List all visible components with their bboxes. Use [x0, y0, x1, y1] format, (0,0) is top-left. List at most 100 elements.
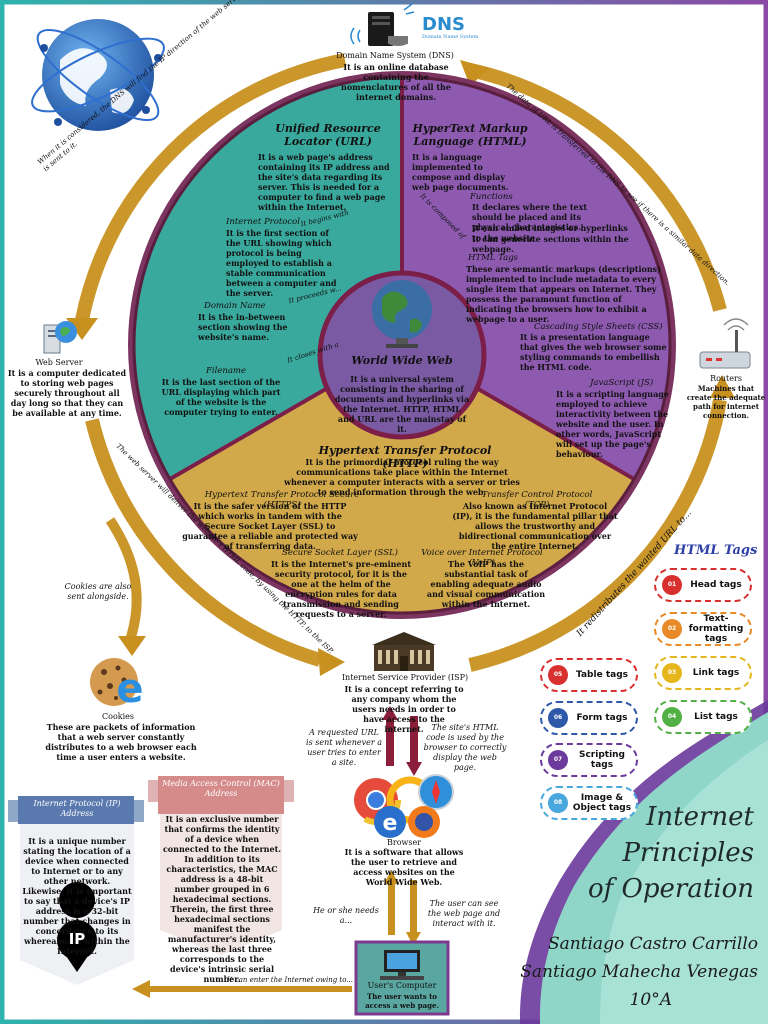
isp-label: Internet Service Provider (ISP): [341, 673, 469, 682]
web-server-label: Web Server: [35, 358, 83, 367]
html-tag-pill: 05 Table tags: [540, 658, 638, 692]
web-server-desc: It is a computer dedicated to storing we…: [7, 368, 127, 418]
cookie-icon: e: [90, 658, 144, 712]
html-tags-title: HTML Tags: [468, 253, 519, 263]
svg-text:e: e: [116, 666, 143, 712]
mac-address-desc: It is an exclusive number that confirms …: [162, 814, 282, 984]
html-tag-number: 03: [662, 663, 682, 683]
http-desc: It is the primordial protocol ruling the…: [284, 457, 520, 497]
www-globe-icon: [372, 280, 432, 348]
http-https-title: Hypertext Transfer Protocol Secure (HTTP…: [204, 490, 360, 510]
router-icon: [699, 318, 751, 369]
world-globe-icon: [31, 19, 165, 131]
url-desc: It is a web page's address containing it…: [258, 152, 390, 212]
web-server-icon: [43, 321, 77, 354]
html-tag-number: 01: [662, 575, 682, 595]
html-js-desc: It is a scripting language employed to a…: [556, 389, 669, 459]
html-tag-label: Scripting tags: [578, 750, 626, 770]
html-tag-label: Table tags: [576, 670, 628, 680]
http-title: Hypertext Transfer Protocol (HTTP): [318, 444, 492, 470]
html-tag-number: 05: [548, 665, 568, 685]
user-to-ip-arrow: [132, 980, 352, 998]
dns-desc: It is an online database containing the …: [341, 62, 451, 102]
user-computer-desc: The user wants to access a web page.: [365, 992, 439, 1010]
html-desc: It is a language implemented to compose …: [412, 152, 509, 192]
poster-title-line2: Principles: [622, 838, 754, 868]
user-enter-caption: It can enter the Internet owing to...: [227, 976, 353, 984]
url-protocol-title: Internet Protocol: [226, 217, 300, 227]
html-tag-label: Head tags: [690, 580, 742, 590]
html-tag-label: Form tags: [576, 713, 628, 723]
title-wave-bg: [520, 700, 768, 1024]
http-voip-desc: The VoIP has the substantial task of ena…: [426, 559, 546, 609]
browser-desc: It is a software that allows the user to…: [344, 847, 464, 887]
browser-user-arrows: [384, 870, 421, 946]
flow-arrows-gold: [75, 53, 727, 672]
html-title: HyperText Markup Language (HTML): [412, 122, 528, 148]
www-title: World Wide Web: [351, 354, 453, 367]
url-filename-title: Filename: [206, 366, 246, 376]
url-title: Unified Resource Locator (URL): [275, 122, 381, 148]
html-tag-number: 06: [548, 708, 568, 728]
html-css-title: Cascading Style Sheets (CSS): [534, 322, 663, 332]
user-needs-caption: He or she needs a...: [313, 906, 379, 925]
http-ssl-title: Secure Socket Layer (SSL): [282, 548, 398, 558]
routers-desc: Machines that create the adequate path f…: [686, 384, 766, 420]
html-tag-label: Image & Object tags: [572, 793, 632, 813]
www-desc: It is a universal system consisting in t…: [334, 374, 470, 434]
mac-address-title: Media Access Control (MAC) Address: [162, 779, 280, 798]
html-tags-desc: These are semantic markups (descriptions…: [466, 264, 661, 324]
html-tag-pill: 04 List tags: [654, 700, 752, 734]
dns-label: Domain Name System (DNS): [336, 51, 454, 60]
cookies-also-sent: Cookies are also sent alongside.: [64, 582, 132, 601]
url-protocol-desc: It is the first section of the URL showi…: [226, 228, 337, 298]
html-tags-panel-title: HTML Tags: [674, 543, 758, 558]
isp-browser-arrows: [382, 706, 422, 776]
request-url-caption: A requested URL is sent whenever a user …: [306, 728, 382, 767]
isp-desc: It is a concept referring to any company…: [344, 684, 464, 734]
html-tag-label: Text-formatting tags: [688, 614, 744, 644]
poster-title-line3: of Operation: [588, 874, 754, 904]
dns-logo-subtext: Domain Name System: [422, 34, 479, 40]
mac-ribbon-bg: [148, 776, 294, 955]
html-tag-number: 07: [548, 750, 568, 770]
site-html-caption: The site's HTML code is used by the brow…: [423, 723, 507, 772]
user-see-caption: The user can see the web page and intera…: [427, 899, 501, 928]
dns-logo-text: DNS: [422, 14, 465, 35]
html-functions-title: Functions: [470, 192, 513, 202]
html-function-1: It declares where the text should be pla…: [472, 202, 588, 232]
svg-text:e: e: [383, 811, 398, 836]
html-function-2: It can embed images or hyperlinks to the…: [472, 223, 628, 243]
html-js-title: JavaScript (JS): [590, 378, 654, 388]
html-css-desc: It is a presentation language that gives…: [520, 332, 667, 372]
html-tag-pill: 07 Scripting tags: [540, 743, 638, 777]
author-1: Santiago Castro Carrillo: [547, 934, 758, 954]
dns-server-icon: [350, 3, 415, 46]
http-ssl-desc: It is the Internet's pre-eminent securit…: [270, 559, 412, 619]
cookies-desc: These are packets of information that a …: [45, 722, 197, 762]
url-domain-title: Domain Name: [204, 301, 266, 311]
html-tag-pill: 01 Head tags: [654, 568, 752, 602]
poster-title-line1: Internet: [646, 802, 754, 832]
http-https-desc: It is the safer version of the HTTP whic…: [182, 501, 358, 551]
user-computer-box: [354, 940, 450, 1016]
grade-label: 10°A: [629, 990, 672, 1010]
routers-label: Routers: [710, 374, 742, 383]
ip-location-badge: IP: [68, 930, 86, 948]
html-tag-pill: 06 Form tags: [540, 701, 638, 735]
cookies-label: Cookies: [102, 712, 134, 721]
html-function-3: It can generate sections within the webp…: [472, 234, 629, 254]
html-tag-label: Link tags: [692, 668, 740, 678]
http-tcp-desc: Also known as Internet Protocol (IP), it…: [452, 501, 618, 551]
isp-building-icon: [372, 632, 436, 671]
ip-address-desc: It is a unique number stating the locati…: [22, 836, 132, 956]
html-tag-number: 04: [662, 707, 682, 727]
url-filename-desc: It is the last section of the URL displa…: [161, 377, 281, 417]
ip-address-title: Internet Protocol (IP) Address: [33, 799, 121, 818]
browser-label: Browser: [386, 838, 422, 847]
html-tag-label: List tags: [694, 712, 738, 722]
html-tag-pill: 03 Link tags: [654, 656, 752, 690]
